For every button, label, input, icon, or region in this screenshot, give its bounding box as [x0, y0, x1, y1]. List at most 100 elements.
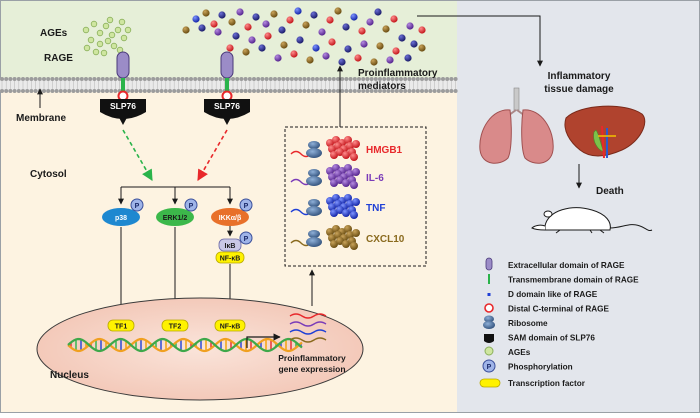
lipid-head: [411, 89, 416, 93]
distal-c-terminal-icon: [484, 303, 494, 313]
lipid-head: [252, 89, 256, 93]
legend-label: AGEs: [508, 348, 531, 357]
lipid-head: [88, 89, 93, 93]
ribosome-small-subunit: [308, 169, 320, 177]
lipid-head: [142, 77, 147, 81]
lipid-head: [445, 77, 450, 81]
legend-label: D domain like of RAGE: [508, 290, 598, 299]
lipid-head: [298, 77, 303, 81]
lipid-head: [382, 89, 387, 93]
mediators-to-damage-arrow: [417, 15, 543, 67]
lipid-head: [344, 89, 349, 93]
mediator-particle: [226, 44, 234, 52]
ikk-label: IKKα/β: [219, 215, 242, 222]
lipid-head: [155, 89, 160, 93]
nucleus-label: Nucleus: [50, 370, 89, 381]
mediator-particle: [338, 58, 346, 66]
mediator-particle: [358, 27, 366, 35]
mediator-label: IL-6: [366, 173, 384, 184]
lipid-head: [113, 89, 118, 93]
ages-cluster: [82, 16, 132, 57]
slp76-label-right: SLP76: [214, 101, 240, 111]
age-particle: [102, 22, 110, 30]
rage-receptor-left: SLP76: [100, 51, 146, 125]
liver-artery: [601, 125, 605, 159]
mouse-leg: [599, 229, 605, 234]
transcription-factors: TF1 TF2 NF-κB: [107, 319, 246, 332]
lipid-head: [420, 89, 424, 93]
lipid-head: [218, 77, 223, 81]
lipid-head: [399, 77, 403, 81]
lipid-head: [394, 77, 399, 81]
lipid-head: [197, 89, 202, 93]
lipid-head: [306, 77, 311, 81]
lipid-head: [407, 89, 412, 93]
lipid-head: [281, 89, 286, 93]
lipid-head: [155, 77, 160, 81]
lipid-head: [193, 89, 198, 93]
ages-icon: [484, 346, 494, 356]
mediator-particle: [294, 7, 302, 15]
lipid-head: [235, 89, 240, 93]
ikb-node: [218, 238, 242, 252]
lipid-head: [390, 89, 395, 93]
lipid-head: [298, 89, 303, 93]
lipid-head: [184, 77, 189, 81]
mediator-particle: [326, 16, 334, 24]
lipid-head: [12, 89, 17, 93]
phospho-label: P: [244, 236, 249, 243]
lipid-head: [71, 77, 76, 81]
protein-particle: [330, 151, 338, 159]
phosphorylation-icon: [239, 231, 253, 245]
mediator-particle: [360, 40, 368, 48]
erk-kinase: ERK1/2 P: [156, 198, 198, 226]
lipid-head: [147, 89, 151, 93]
lipid-head: [273, 77, 277, 81]
mediator-particle: [386, 56, 394, 64]
lipid-head: [289, 89, 294, 93]
mediator-particle: [286, 16, 294, 24]
nfkb-nuclear-node: [214, 319, 246, 332]
mediator-particle: [232, 32, 240, 40]
protein-particle: [336, 148, 344, 156]
age-particle: [120, 34, 128, 42]
lipid-head: [176, 89, 181, 93]
mediator-particle: [344, 45, 352, 53]
protein-particle: [352, 198, 360, 206]
lipid-head: [50, 89, 55, 93]
rage-extracellular-domain: [220, 51, 234, 79]
lipid-head: [197, 77, 202, 81]
protein-particle: [336, 176, 344, 184]
age-particle: [110, 42, 118, 50]
mediator-label: TNF: [366, 203, 385, 214]
lungs-icon: [479, 87, 554, 164]
lipid-head: [205, 89, 210, 93]
mediator-particle: [310, 11, 318, 19]
lipid-head: [235, 77, 240, 81]
lipid-head: [96, 77, 101, 81]
ikb-label: IκB: [225, 243, 236, 250]
mrna-cxcl10: [289, 337, 327, 343]
lipid-head: [180, 77, 185, 81]
age-particle: [118, 18, 126, 26]
protein-particle: [352, 168, 360, 176]
protein-particle: [350, 211, 358, 219]
lipid-head: [159, 77, 164, 81]
ribosome-large-subunit: [306, 237, 322, 247]
lipid-head: [344, 77, 349, 81]
lipid-head: [130, 89, 135, 93]
age-particle: [124, 26, 132, 34]
protein-particle: [330, 209, 338, 217]
lipid-head: [428, 77, 433, 81]
lipid-head: [319, 77, 324, 81]
lipid-head: [37, 77, 42, 81]
lipid-head: [33, 77, 38, 81]
dna-strand-a: [67, 337, 303, 353]
d-domain-icon: [487, 293, 491, 296]
age-particle: [90, 20, 98, 28]
lipid-head: [168, 77, 172, 81]
lipid-head: [231, 89, 235, 93]
mediator-particle: [418, 26, 426, 34]
nfkb-cytosol-node: [215, 251, 245, 264]
lipid-head: [268, 77, 273, 81]
